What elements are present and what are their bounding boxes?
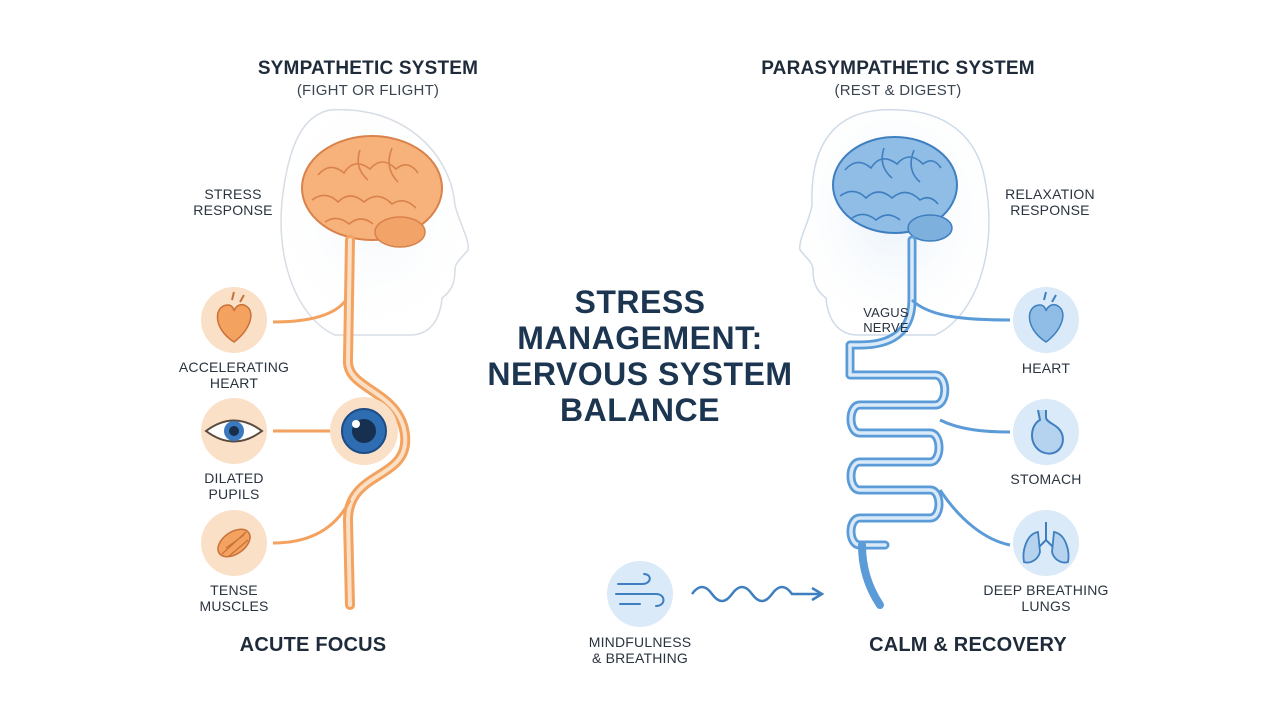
wave-arrow	[690, 585, 820, 603]
sympathetic-title: SYMPATHETIC SYSTEM	[257, 58, 479, 79]
dilated-pupils-label: DILATED PUPILS	[204, 470, 264, 503]
acute-focus-label: ACUTE FOCUS	[239, 634, 387, 656]
wind-icon	[607, 561, 673, 627]
branch-muscle	[272, 499, 352, 545]
branch-heart	[272, 299, 348, 324]
orange-brain	[301, 135, 443, 248]
muscle-icon	[201, 510, 267, 576]
heart-icon	[201, 287, 267, 353]
heart-icon	[1013, 287, 1079, 353]
deep-breathing-lungs-label: DEEP BREATHING LUNGS	[983, 582, 1109, 615]
branch-heart-right	[910, 298, 1011, 322]
relaxation-response-label: RELAXATION RESPONSE	[1005, 186, 1095, 219]
heart-label: HEART	[1021, 360, 1071, 376]
vagus-nerve-label: VAGUS NERVE	[863, 305, 909, 335]
stomach-icon	[1013, 399, 1079, 465]
dilated-eye-icon	[330, 397, 398, 465]
stress-response-label: STRESS RESPONSE	[193, 186, 273, 219]
stomach-label: STOMACH	[1010, 471, 1082, 487]
page-title: STRESS MANAGEMENT: NERVOUS SYSTEM BALANC…	[487, 284, 793, 429]
accelerating-heart-label: ACCELERATING HEART	[178, 359, 290, 392]
eye-icon	[201, 398, 267, 464]
parasympathetic-title: PARASYMPATHETIC SYSTEM	[761, 58, 1035, 79]
lungs-icon	[1013, 510, 1079, 576]
parasympathetic-subtitle: (REST & DIGEST)	[834, 82, 962, 99]
tense-muscles-label: TENSE MUSCLES	[199, 582, 269, 615]
mindfulness-breathing-label: MINDFULNESS & BREATHING	[588, 634, 692, 667]
branch-stomach	[939, 418, 1011, 434]
calm-recovery-label: CALM & RECOVERY	[869, 634, 1067, 656]
sympathetic-subtitle: (FIGHT OR FLIGHT)	[296, 82, 440, 99]
branch-lungs	[938, 489, 1011, 547]
blue-brain	[832, 136, 958, 242]
